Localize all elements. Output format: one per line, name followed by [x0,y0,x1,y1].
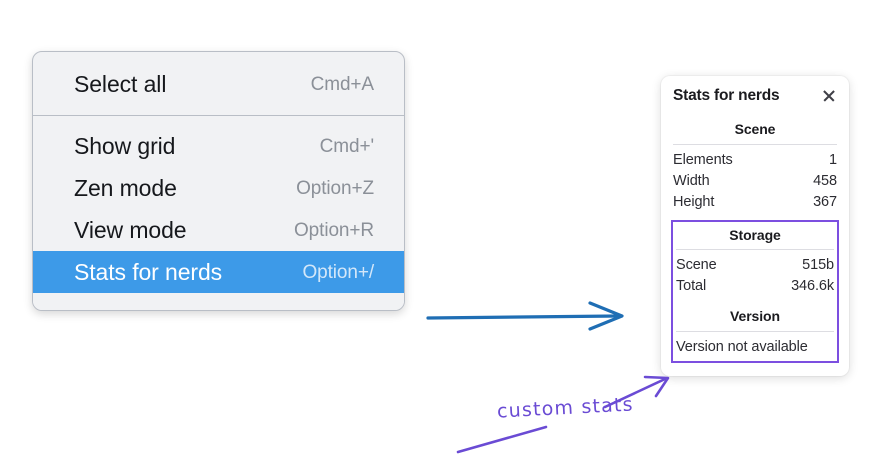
menu-bottom-pad [33,293,404,310]
menu-item-label: Zen mode [74,174,177,201]
scene-heading: Scene [734,121,776,137]
menu-item-shortcut: Cmd+' [319,135,374,157]
panel-title: Stats for nerds [673,87,780,104]
menu-item-label: Show grid [74,132,176,159]
menu-item-label: View mode [74,216,187,243]
stats-for-nerds-panel: Stats for nerds Scene Elements 1 Width 4… [661,76,849,376]
stat-label: Scene [676,256,717,273]
stat-value: 515b [802,256,834,273]
stat-row-width: Width 458 [673,170,837,191]
stat-value: 367 [813,193,837,210]
menu-item-shortcut: Option+/ [302,261,374,283]
close-icon[interactable] [821,88,837,104]
menu-item-shortcut: Option+R [294,219,374,241]
scene-divider [673,144,837,145]
panel-header: Stats for nerds [673,87,837,105]
context-menu[interactable]: Select all Cmd+A Show grid Cmd+' Zen mod… [32,51,405,311]
stat-label: Width [673,172,710,189]
menu-item-select-all[interactable]: Select all Cmd+A [33,63,404,105]
menu-item-label: Select all [74,70,167,97]
stat-row-storage-total: Total 346.6k [676,275,834,296]
menu-item-shortcut: Option+Z [296,177,374,199]
menu-group-1: Select all Cmd+A [33,52,404,115]
stat-label: Total [676,277,707,294]
custom-stats-annotation-label: custom stats [496,393,635,423]
menu-item-stats-for-nerds[interactable]: Stats for nerds Option+/ [33,251,404,293]
storage-heading: Storage [729,227,781,243]
menu-item-show-grid[interactable]: Show grid Cmd+' [33,125,404,167]
version-heading: Version [730,308,780,324]
menu-item-shortcut: Cmd+A [310,73,374,95]
version-section: Version Version not available [676,296,834,356]
storage-section: Storage Scene 515b Total 346.6k [676,226,834,296]
menu-item-view-mode[interactable]: View mode Option+R [33,209,404,251]
menu-group-top-pad [33,116,404,125]
storage-divider [676,249,834,250]
stat-label: Elements [673,151,733,168]
blue-arrow-icon [426,301,624,331]
stat-row-height: Height 367 [673,191,837,212]
stat-value: 458 [813,172,837,189]
custom-stats-highlight-box: Storage Scene 515b Total 346.6k Version … [671,220,839,363]
stat-label: Height [673,193,715,210]
version-text: Version not available [676,339,808,355]
menu-item-label: Stats for nerds [74,258,223,285]
menu-item-zen-mode[interactable]: Zen mode Option+Z [33,167,404,209]
menu-group-2: Show grid Cmd+' Zen mode Option+Z View m… [33,116,404,310]
stat-row-elements: Elements 1 [673,149,837,170]
menu-separator [33,115,404,116]
stat-value: 1 [829,151,837,168]
stat-value: 346.6k [791,277,834,294]
version-divider [676,331,834,332]
purple-underline-stroke [456,425,548,454]
stat-row-storage-scene: Scene 515b [676,254,834,275]
scene-section: Scene Elements 1 Width 458 Height 367 [673,119,837,212]
